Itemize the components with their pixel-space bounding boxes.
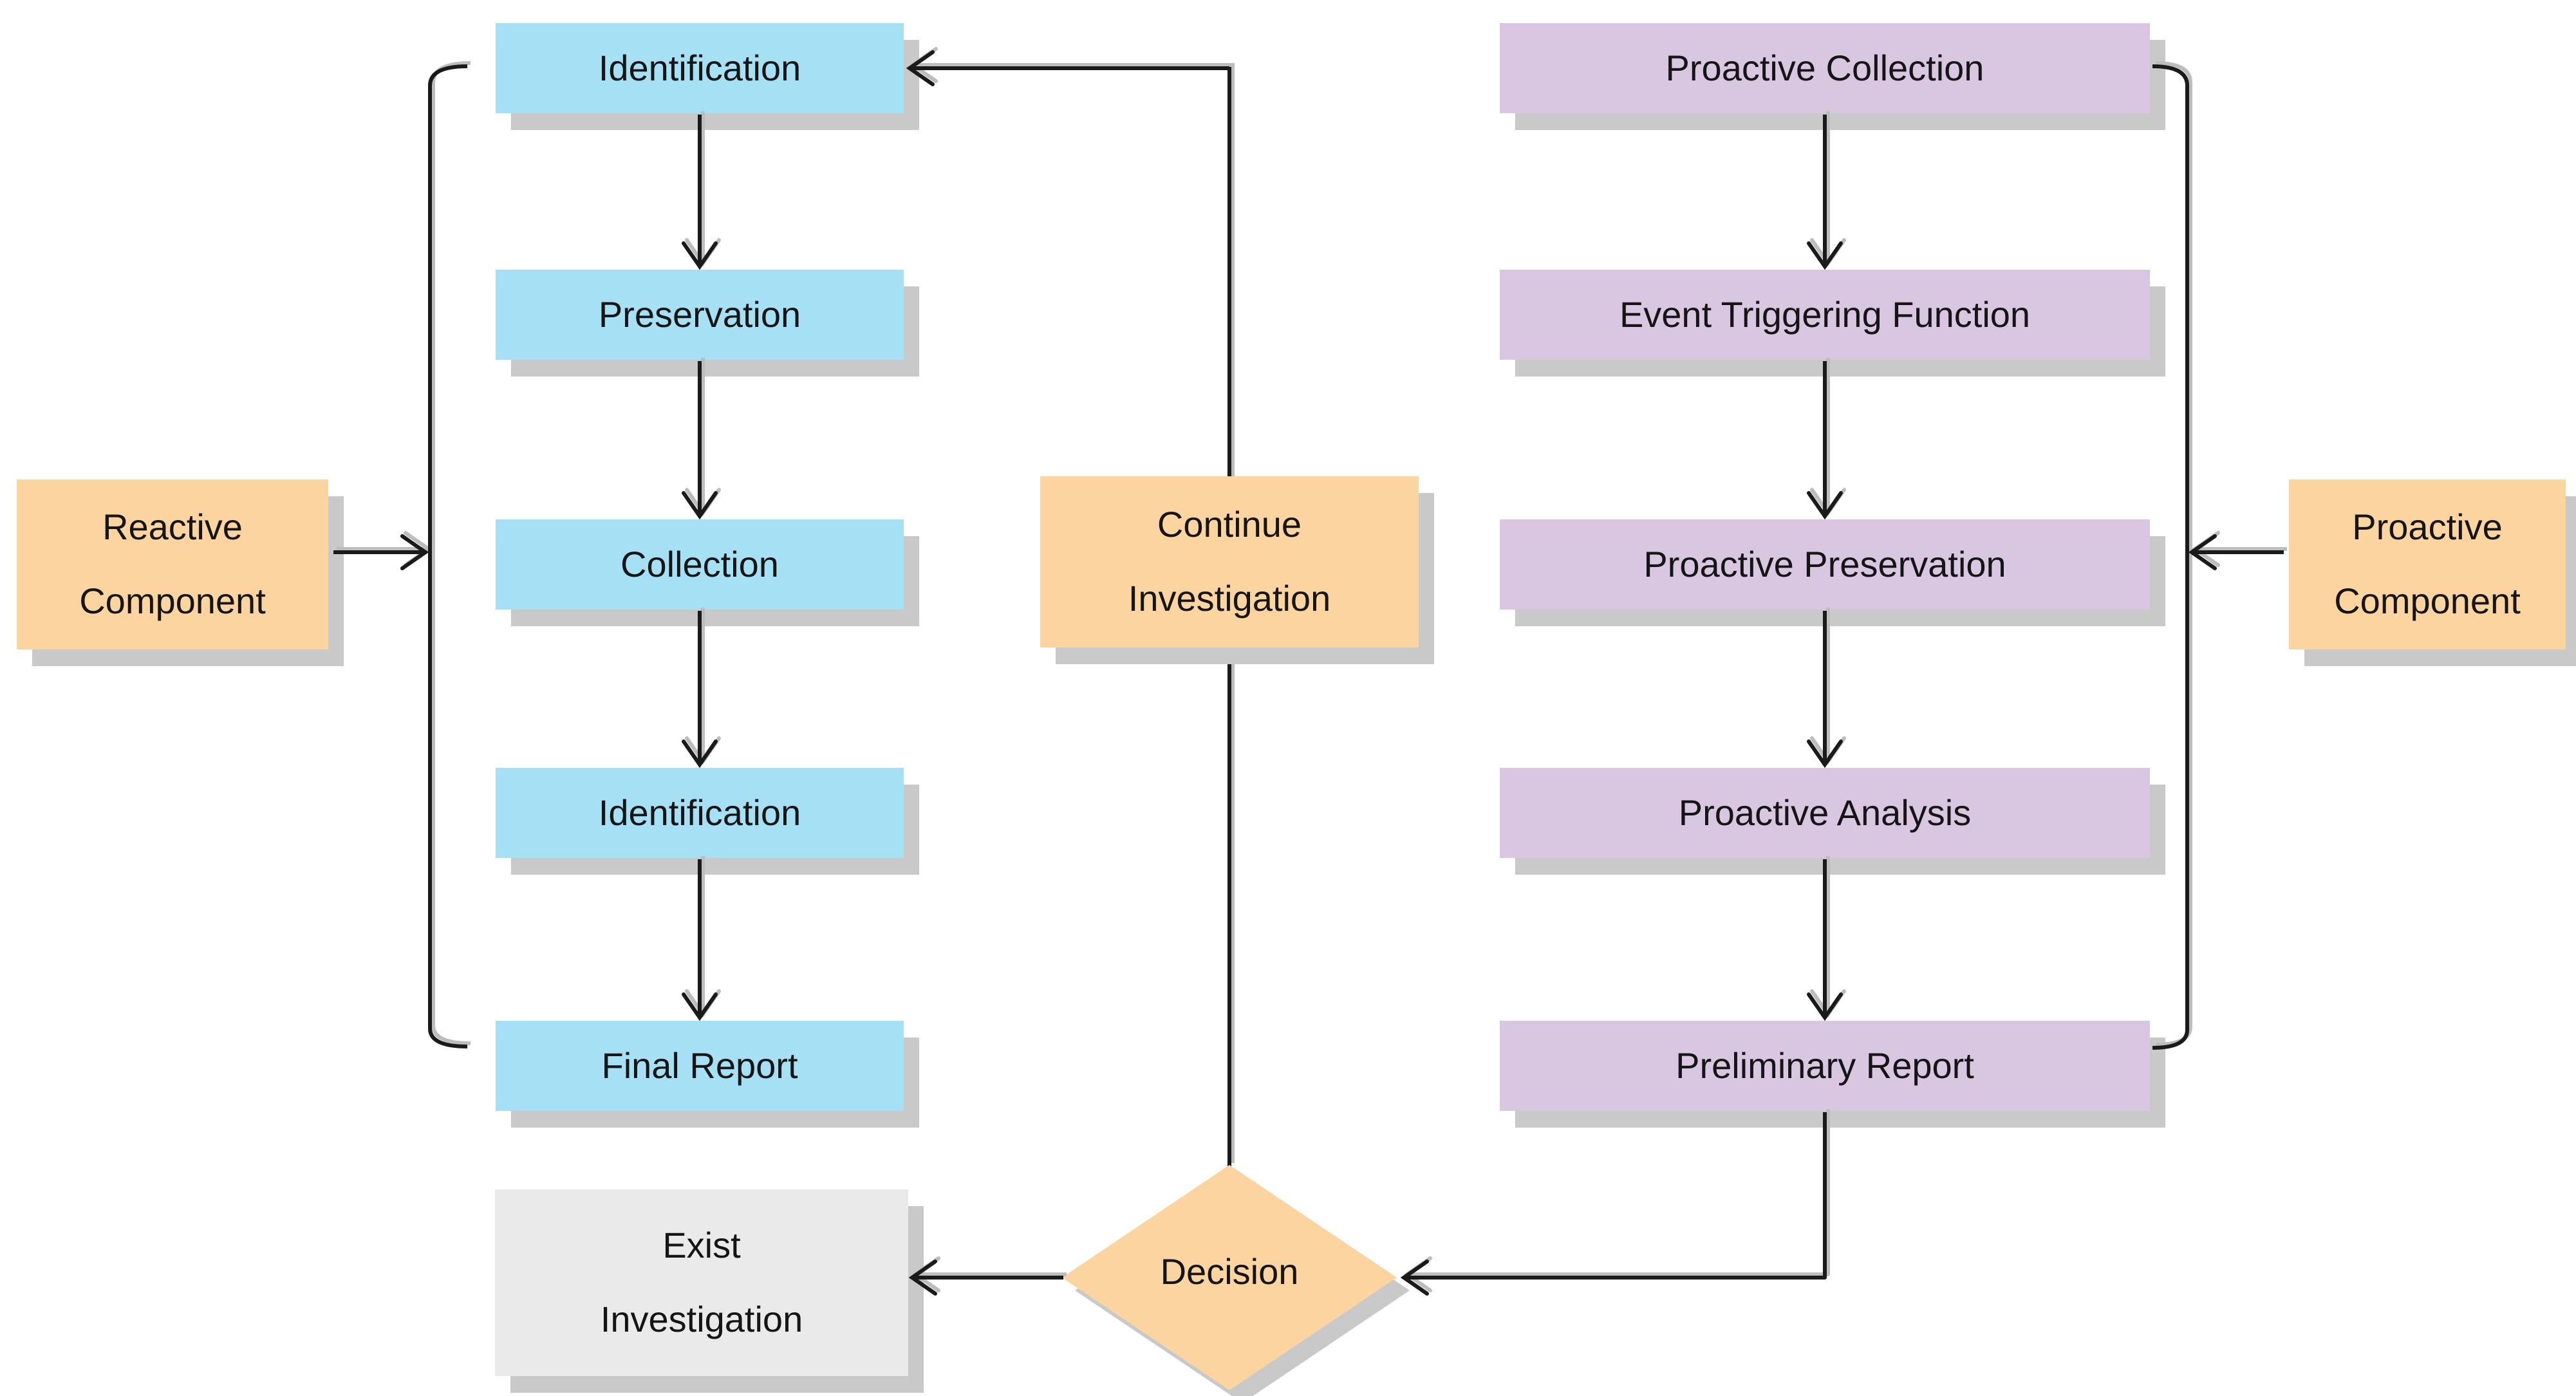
step-proactive-analysis: Proactive Analysis: [1500, 768, 2150, 858]
step-identification-1: Identification: [496, 23, 904, 113]
label-line: Continue: [1157, 504, 1302, 545]
step-label: Preliminary Report: [1675, 1045, 1974, 1086]
step-label: Proactive Collection: [1665, 47, 1984, 88]
step-label: Identification: [598, 47, 801, 88]
step-event-triggering-function: Event Triggering Function: [1500, 270, 2150, 360]
step-label: Proactive Analysis: [1678, 792, 1972, 833]
label-line: Investigation: [600, 1299, 803, 1339]
step-label: Proactive Preservation: [1643, 543, 2006, 584]
step-label: Final Report: [601, 1045, 798, 1086]
step-label: Event Triggering Function: [1619, 293, 2031, 335]
label-line: Reactive: [102, 507, 243, 548]
exist-investigation-box: Exist Investigation: [495, 1189, 908, 1376]
label-line: Investigation: [1128, 578, 1331, 619]
proactive-component-label-box: Proactive Component: [2289, 479, 2566, 649]
reactive-component-label-box: Reactive Component: [17, 479, 328, 649]
proactive-bracket: [2152, 64, 2189, 1050]
step-proactive-preservation: Proactive Preservation: [1500, 519, 2150, 610]
step-preservation: Preservation: [496, 270, 904, 360]
label-line: Component: [2334, 581, 2521, 621]
step-label: Identification: [598, 792, 801, 833]
continue-investigation-box: Continue Investigation: [1040, 476, 1419, 647]
label-line: Proactive: [2352, 507, 2503, 548]
step-label: Collection: [621, 543, 779, 584]
label-line: Exist: [662, 1225, 741, 1266]
decision-label: Decision: [1160, 1251, 1299, 1292]
flow-preliminary-report-to-decision: [1400, 1112, 1827, 1296]
step-proactive-collection: Proactive Collection: [1500, 23, 2150, 113]
step-preliminary-report: Preliminary Report: [1500, 1021, 2150, 1111]
step-identification-2: Identification: [496, 768, 904, 858]
step-label: Preservation: [598, 293, 801, 335]
label-line: Component: [79, 581, 266, 621]
step-collection: Collection: [496, 519, 904, 610]
step-final-report: Final Report: [496, 1021, 904, 1111]
reactive-bracket: [428, 64, 468, 1048]
